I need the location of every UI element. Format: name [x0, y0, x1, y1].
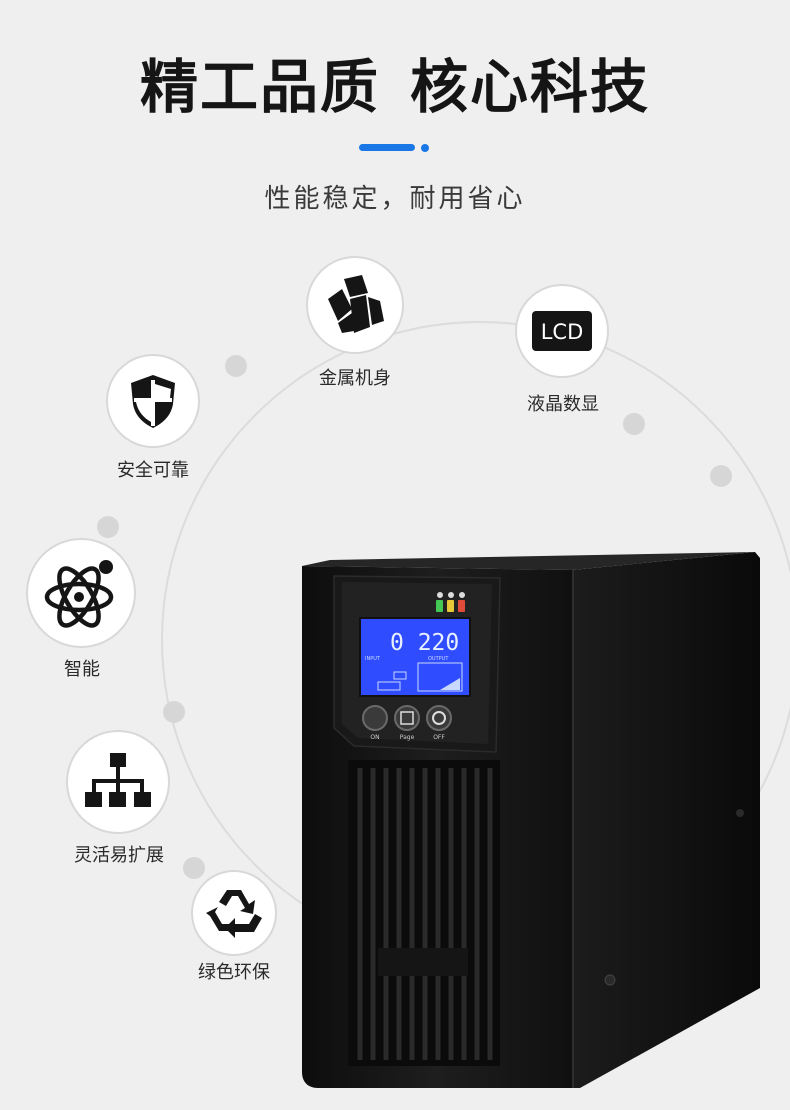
atom-icon [44, 560, 114, 628]
feature-metal-body [306, 256, 404, 354]
page-title: 精工品质核心科技 [0, 40, 790, 124]
lcd-badge-text: LCD [541, 320, 584, 344]
title-accent-dot [421, 144, 429, 152]
feature-lcd-display: LCD [515, 284, 609, 378]
feature-safe-reliable [106, 354, 200, 448]
recycle-icon [206, 890, 262, 938]
arc-dot [163, 701, 185, 723]
arc-dot [183, 857, 205, 879]
arc-dot [225, 355, 247, 377]
button-label-page: Page [400, 734, 415, 741]
feature-label: 绿色环保 [198, 962, 270, 983]
title-part-2: 核心科技 [410, 53, 651, 121]
feature-flexible-extension [66, 730, 170, 834]
button-label-off: OFF [433, 734, 445, 741]
arc-dot [623, 413, 645, 435]
title-accent-line [359, 144, 415, 151]
ups-product-image: 0 220 INPUT OUTPUT ON Page OFF [302, 552, 760, 1088]
feature-label: 液晶数显 [527, 394, 599, 415]
title-part-1: 精工品质 [139, 53, 380, 121]
feature-label: 安全可靠 [117, 460, 189, 481]
page-subtitle: 性能稳定，耐用省心 [264, 184, 526, 214]
feature-label: 灵活易扩展 [74, 845, 164, 866]
shield-icon [131, 375, 175, 428]
network-tree-icon [85, 753, 151, 807]
lcd-input-label: INPUT [365, 656, 381, 662]
lcd-reading: 0 220 [390, 630, 459, 656]
arc-dot [710, 465, 732, 487]
lcd-output-label: OUTPUT [428, 656, 449, 662]
arc-dot [97, 516, 119, 538]
feature-label: 智能 [64, 659, 100, 680]
button-label-on: ON [370, 734, 379, 741]
feature-smart [26, 538, 136, 648]
metal-crystal-icon [328, 275, 384, 333]
feature-eco-friendly [191, 870, 277, 956]
lcd-icon: LCD [532, 311, 592, 351]
feature-label: 金属机身 [319, 368, 391, 389]
